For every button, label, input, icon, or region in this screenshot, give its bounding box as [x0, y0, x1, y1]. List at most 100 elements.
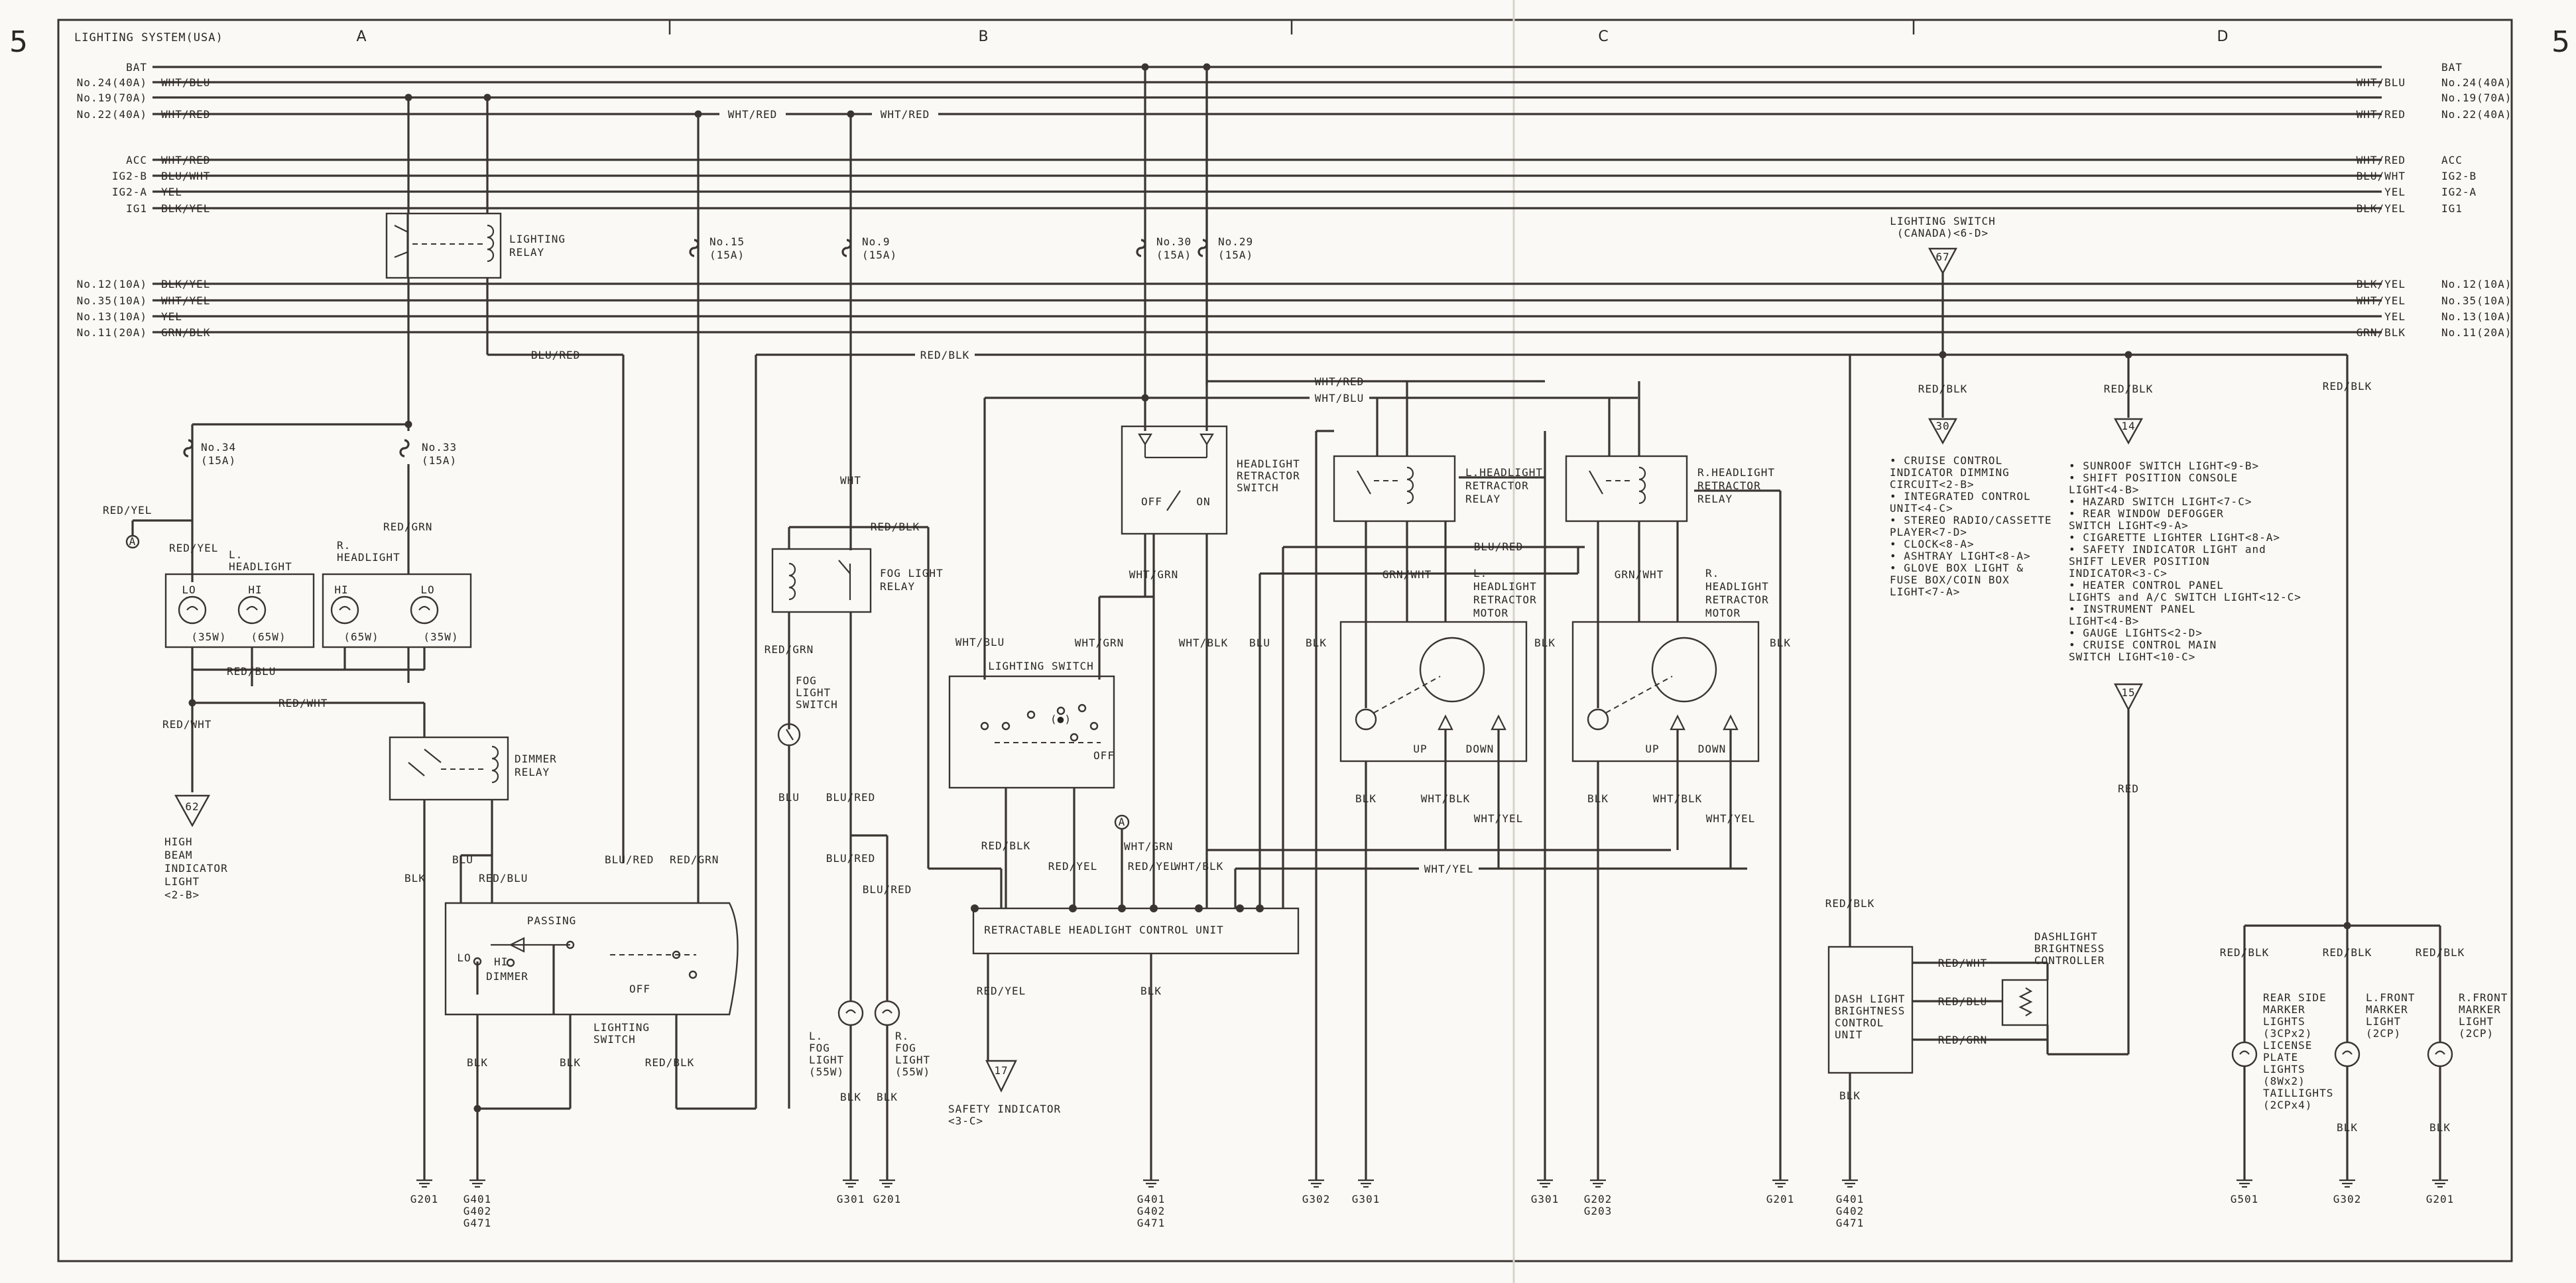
arrow-icon: [1199, 433, 1214, 446]
upper-lighting-switch-box: [948, 675, 1115, 789]
wire-label: BLU/RED: [531, 349, 580, 361]
wire-label: RED/BLK: [2220, 946, 2269, 959]
wire-label: RED/BLK: [871, 520, 920, 533]
ground-label: G201: [2426, 1193, 2455, 1205]
junction-dot: [404, 93, 412, 101]
ground-g401-label: G402: [463, 1205, 492, 1217]
dash-controller-box: [2001, 979, 2049, 1026]
ref-label: 15: [2121, 686, 2135, 699]
high-beam-label-line: HIGH: [164, 835, 193, 848]
list14-line: • CIGARETTE LIGHTER LIGHT<8-A>: [2069, 531, 2280, 544]
safety-triangle-icon: [985, 1060, 1017, 1093]
list14-line: • SHIFT POSITION CONSOLE: [2069, 471, 2238, 484]
diode-down-icon: [1491, 714, 1506, 731]
switch-hi-label: HI: [494, 955, 508, 968]
dash-unit-label-line: BRIGHTNESS: [1835, 1005, 1905, 1017]
r-fog-label-line: R.: [895, 1030, 909, 1042]
switch-contact: [1077, 703, 1087, 713]
ground-g201-label: G201: [1766, 1193, 1795, 1205]
ref-triangle-icon: [2113, 418, 2144, 445]
list30-line: UNIT<4-C>: [1890, 502, 1953, 515]
rail-name-left: ACC: [126, 154, 147, 166]
rail-wire-right: WHT/YEL: [2357, 294, 2406, 307]
rail-name-left: BAT: [126, 61, 147, 74]
fuse-label: (15A): [1156, 249, 1192, 261]
connector-a-icon: [125, 534, 140, 549]
switch-contact: [672, 950, 681, 959]
rail-wire-right: WHT/RED: [2357, 154, 2406, 166]
l-front-label-line: MARKER: [2366, 1003, 2408, 1016]
l-relay-label-line: RELAY: [1465, 493, 1501, 505]
label-mask: [1310, 391, 1369, 404]
list30-line: INDICATOR DIMMING: [1890, 466, 2010, 479]
wire-label: RED: [2118, 782, 2139, 795]
motor-icon: [1587, 708, 1609, 731]
wire-label: BLK: [2429, 1121, 2451, 1134]
control-unit-pin: [1069, 904, 1077, 912]
marker-bulb-icon: [2334, 1041, 2361, 1068]
ref-label: 14: [2121, 420, 2135, 432]
fog-switch-label-line: LIGHT: [796, 686, 831, 699]
list14-line: INDICATOR<3-C>: [2069, 567, 2168, 580]
l-motor-label-line: L.: [1473, 567, 1487, 580]
fuse-label: (15A): [422, 454, 457, 467]
wire-label: WHT/YEL: [1706, 812, 1755, 825]
wire-label: BLK: [404, 872, 426, 885]
junction-dot: [1939, 351, 1947, 359]
rear-side-label-line: REAR SIDE: [2263, 991, 2327, 1004]
fog-relay-label-line: RELAY: [880, 580, 915, 593]
components: [125, 63, 2453, 1113]
relay-contact: [1589, 470, 1603, 495]
motor-icon: [1355, 708, 1377, 731]
rail-wire-left: GRN/BLK: [161, 326, 210, 339]
retractor-switch-label-line: HEADLIGHT: [1237, 458, 1300, 470]
rail-name-left: No.22(40A): [77, 108, 147, 121]
ground-label: G203: [1584, 1205, 1613, 1217]
retractor-relay-box: [1565, 455, 1688, 522]
retractor-on-label: ON: [1196, 495, 1210, 508]
frame: [57, 0, 2513, 1283]
bulb-watt-label: (65W): [251, 631, 286, 643]
linkage: [1605, 676, 1673, 713]
lower-lighting-switch-box: [444, 902, 739, 1016]
ground-g401-label: G471: [1137, 1217, 1166, 1229]
junction-dot: [188, 699, 196, 707]
fog-relay-label-line: FOG LIGHT: [880, 567, 944, 580]
rail-name-right: IG2-A: [2441, 186, 2477, 198]
rail-wire-right: BLK/YEL: [2357, 278, 2406, 290]
bulb-filament-icon: [418, 605, 430, 611]
wire-label: BLU/RED: [1474, 540, 1523, 553]
dash-unit-label-line: CONTROL: [1835, 1016, 1884, 1029]
wire-label: RED/GRN: [765, 643, 814, 656]
wire-label: RED/BLU: [1938, 995, 1987, 1008]
switch-contact: [980, 721, 989, 731]
wire-label: RED/BLK: [2323, 946, 2372, 959]
wire-label: BLK: [467, 1056, 488, 1069]
diode-up-icon: [1438, 714, 1453, 731]
junction-dot: [404, 420, 412, 428]
r-front-label-line: LIGHT: [2459, 1015, 2494, 1028]
rail-name-right: IG2-B: [2441, 170, 2477, 182]
up-label: UP: [1645, 743, 1659, 755]
rail-wire-left: BLK/YEL: [161, 202, 210, 215]
wire-label: GRN/WHT: [1382, 568, 1432, 581]
ref-triangle-icon: [1928, 418, 1958, 445]
wire-label: RED/BLK: [1918, 383, 1967, 395]
wire-label: WHT/YEL: [1474, 812, 1523, 825]
list30-line: • CLOCK<8-A>: [1890, 538, 1975, 550]
page-number: 5: [9, 25, 28, 59]
switch-contact: [506, 958, 515, 967]
rail-wire-right: WHT/BLU: [2357, 76, 2406, 89]
wire-label: BLK: [1839, 1089, 1861, 1102]
wire-label: RED/BLK: [2104, 383, 2153, 395]
control-unit-pin: [971, 904, 979, 912]
rail-name-left: No.13(10A): [77, 310, 147, 323]
safety-indicator-label-line: SAFETY INDICATOR: [948, 1103, 1061, 1115]
l-fog-label-line: L.: [809, 1030, 823, 1042]
switch-contact: [1001, 721, 1011, 731]
rail-name-right: ACC: [2441, 154, 2463, 166]
wire-label: RED/BLK: [1825, 897, 1874, 910]
fuse-no15-label-line: (15A): [709, 249, 745, 261]
wire-label: RED/GRN: [383, 520, 432, 533]
dash-unit-label-line: DASH LIGHT: [1835, 993, 1905, 1005]
